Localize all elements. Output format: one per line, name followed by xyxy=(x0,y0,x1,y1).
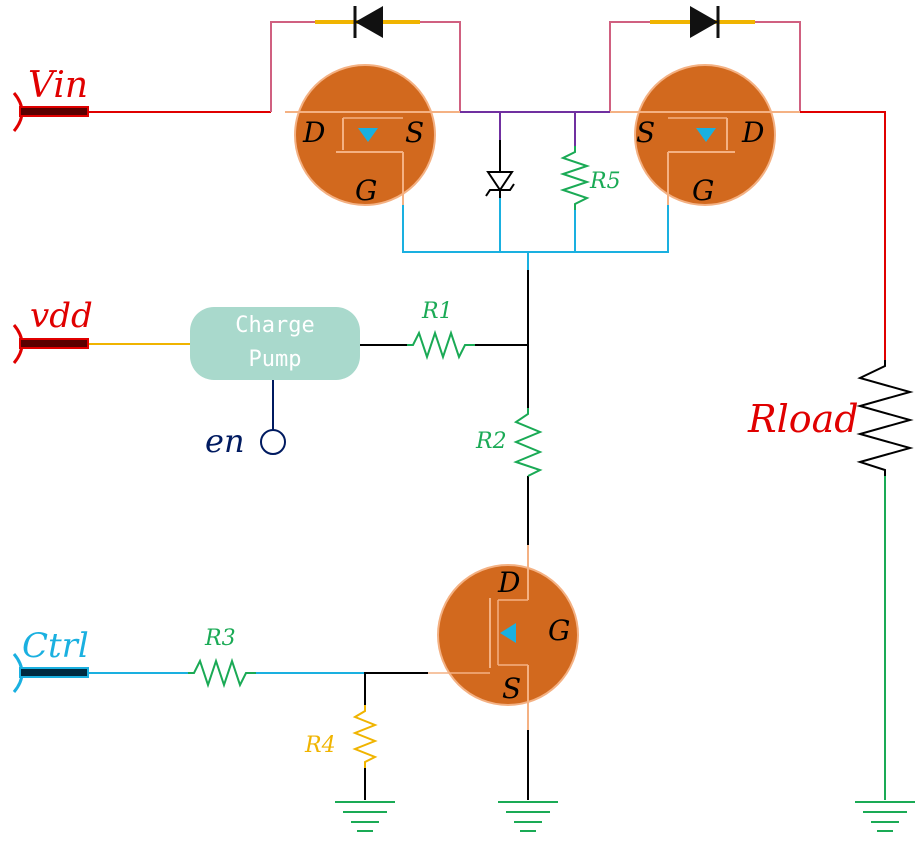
label-vin: Vin xyxy=(28,65,88,106)
diode-right xyxy=(650,6,755,38)
mosfet-right-g: G xyxy=(692,174,714,207)
label-r1: R1 xyxy=(421,299,453,324)
mosfet-right-s: S xyxy=(636,116,655,149)
mosfet-right-d: D xyxy=(741,116,764,149)
mosfet-left-g: G xyxy=(355,174,377,207)
diode-left xyxy=(315,6,420,38)
wire-output xyxy=(800,111,886,360)
mosfet-bottom-g: G xyxy=(548,614,570,647)
label-vdd: vdd xyxy=(30,296,93,336)
mosfet-right xyxy=(610,64,800,206)
label-ctrl: Ctrl xyxy=(22,626,89,666)
ground-r4 xyxy=(335,801,395,832)
mosfet-left-d: D xyxy=(302,116,325,149)
resistor-r1 xyxy=(407,329,475,361)
zener-diode xyxy=(485,140,515,198)
port-ctrl xyxy=(12,653,89,693)
ground-rload xyxy=(855,801,915,832)
en-terminal xyxy=(260,429,286,455)
label-r2: R2 xyxy=(475,429,507,454)
label-en: en xyxy=(205,422,245,460)
charge-pump-line2: Pump xyxy=(249,347,302,372)
resistor-r2 xyxy=(513,408,543,477)
resistor-r4 xyxy=(352,705,378,768)
charge-pump-line1: Charge xyxy=(235,313,314,338)
mosfet-left xyxy=(285,64,460,206)
label-r4: R4 xyxy=(304,733,336,758)
resistor-rload xyxy=(856,360,914,476)
wire-gate-bus xyxy=(402,205,669,253)
port-vdd xyxy=(12,324,89,364)
label-r3: R3 xyxy=(204,626,236,651)
resistor-r3 xyxy=(188,657,256,689)
ground-source xyxy=(498,801,558,832)
mosfet-bottom-s: S xyxy=(502,672,521,705)
mosfet-left-s: S xyxy=(405,116,424,149)
wire-gate-node xyxy=(364,672,428,705)
port-vin xyxy=(12,92,89,132)
charge-pump xyxy=(190,307,360,380)
label-rload: Rload xyxy=(747,397,859,441)
label-r5: R5 xyxy=(589,169,621,194)
mosfet-bottom-d: D xyxy=(497,566,520,599)
mosfet-bottom xyxy=(428,545,579,730)
resistor-r5 xyxy=(559,146,591,210)
